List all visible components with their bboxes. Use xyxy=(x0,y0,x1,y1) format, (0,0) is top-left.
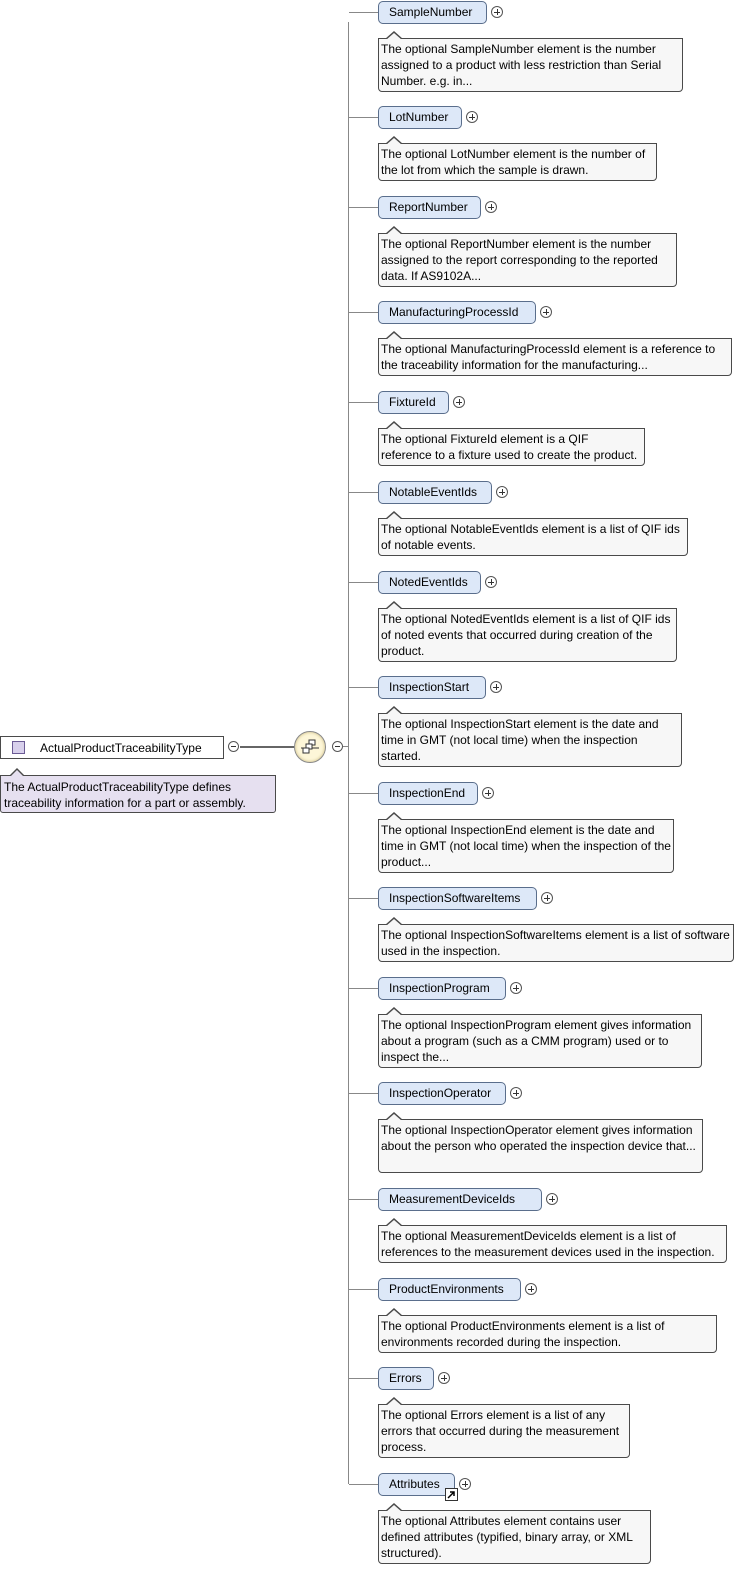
root-connector-line xyxy=(240,746,294,748)
root-type-box[interactable]: ActualProductTraceabilityType xyxy=(0,736,224,759)
element-errors[interactable]: Errors xyxy=(378,1367,434,1390)
expand-icon[interactable] xyxy=(459,1478,471,1490)
expand-icon[interactable] xyxy=(510,982,522,994)
children-trunk-line xyxy=(348,22,349,1484)
element-inspection-software-items[interactable]: InspectionSoftwareItems xyxy=(378,887,537,910)
branch-line xyxy=(349,1093,378,1094)
element-attributes-description: The optional Attributes element contains… xyxy=(378,1503,651,1564)
element-fixture-id[interactable]: FixtureId xyxy=(378,391,449,414)
element-measurement-device-ids-description: The optional MeasurementDeviceIds elemen… xyxy=(378,1218,727,1263)
branch-line xyxy=(349,898,378,899)
expand-icon[interactable] xyxy=(466,111,478,123)
sequence-icon xyxy=(301,739,319,754)
element-inspection-start-description: The optional InspectionStart element is … xyxy=(378,706,682,767)
element-inspection-software-items-description: The optional InspectionSoftwareItems ele… xyxy=(378,917,734,962)
expand-icon[interactable] xyxy=(525,1283,537,1295)
element-noted-event-ids-description: The optional NotedEventIds element is a … xyxy=(378,601,677,662)
element-measurement-device-ids[interactable]: MeasurementDeviceIds xyxy=(378,1188,542,1211)
root-type-label: ActualProductTraceabilityType xyxy=(40,741,202,755)
branch-line xyxy=(349,492,378,493)
branch-line xyxy=(349,582,378,583)
element-report-number[interactable]: ReportNumber xyxy=(378,196,481,219)
element-noted-event-ids[interactable]: NotedEventIds xyxy=(378,571,481,594)
expand-icon[interactable] xyxy=(482,787,494,799)
reference-arrow-icon xyxy=(445,1488,458,1501)
trunk-stub-line xyxy=(343,746,349,747)
element-inspection-program-description: The optional InspectionProgram element g… xyxy=(378,1007,702,1068)
element-inspection-end[interactable]: InspectionEnd xyxy=(378,782,478,805)
complex-type-icon xyxy=(12,741,25,754)
element-report-number-description: The optional ReportNumber element is the… xyxy=(378,226,677,287)
branch-line xyxy=(349,687,378,688)
branch-line xyxy=(349,1484,378,1485)
branch-line xyxy=(349,12,378,13)
branch-line xyxy=(349,117,378,118)
branch-line xyxy=(349,1378,378,1379)
branch-line xyxy=(349,1199,378,1200)
expand-icon[interactable] xyxy=(453,396,465,408)
branch-line xyxy=(349,793,378,794)
branch-line xyxy=(349,1289,378,1290)
element-manufacturing-process-id-description: The optional ManufacturingProcessId elem… xyxy=(378,331,732,376)
expand-icon[interactable] xyxy=(546,1193,558,1205)
branch-line xyxy=(349,312,378,313)
element-fixture-id-description: The optional FixtureId element is a QIF … xyxy=(378,421,645,466)
element-sample-number[interactable]: SampleNumber xyxy=(378,1,487,24)
expand-icon[interactable] xyxy=(490,681,502,693)
element-inspection-operator-description: The optional InspectionOperator element … xyxy=(378,1112,703,1173)
element-lot-number-description: The optional LotNumber element is the nu… xyxy=(378,136,657,181)
root-collapse-icon[interactable] xyxy=(228,741,239,752)
branch-line xyxy=(349,402,378,403)
branch-line xyxy=(349,207,378,208)
branch-line xyxy=(349,988,378,989)
element-inspection-program[interactable]: InspectionProgram xyxy=(378,977,506,1000)
expand-icon[interactable] xyxy=(485,201,497,213)
expand-icon[interactable] xyxy=(496,486,508,498)
element-product-environments-description: The optional ProductEnvironments element… xyxy=(378,1308,717,1353)
expand-icon[interactable] xyxy=(510,1087,522,1099)
element-manufacturing-process-id[interactable]: ManufacturingProcessId xyxy=(378,301,536,324)
element-inspection-start[interactable]: InspectionStart xyxy=(378,676,486,699)
element-errors-description: The optional Errors element is a list of… xyxy=(378,1397,630,1458)
expand-icon[interactable] xyxy=(540,306,552,318)
expand-icon[interactable] xyxy=(485,576,497,588)
expand-icon[interactable] xyxy=(541,892,553,904)
element-sample-number-description: The optional SampleNumber element is the… xyxy=(378,31,683,92)
root-type-description: The ActualProductTraceabilityType define… xyxy=(0,768,276,813)
element-product-environments[interactable]: ProductEnvironments xyxy=(378,1278,521,1301)
expand-icon[interactable] xyxy=(438,1372,450,1384)
element-inspection-operator[interactable]: InspectionOperator xyxy=(378,1082,506,1105)
sequence-collapse-icon[interactable] xyxy=(332,741,343,752)
element-notable-event-ids-description: The optional NotableEventIds element is … xyxy=(378,511,688,556)
element-inspection-end-description: The optional InspectionEnd element is th… xyxy=(378,812,674,873)
element-notable-event-ids[interactable]: NotableEventIds xyxy=(378,481,492,504)
expand-icon[interactable] xyxy=(491,6,503,18)
element-attributes[interactable]: Attributes xyxy=(378,1473,455,1496)
sequence-compositor[interactable] xyxy=(294,731,326,763)
element-lot-number[interactable]: LotNumber xyxy=(378,106,462,129)
